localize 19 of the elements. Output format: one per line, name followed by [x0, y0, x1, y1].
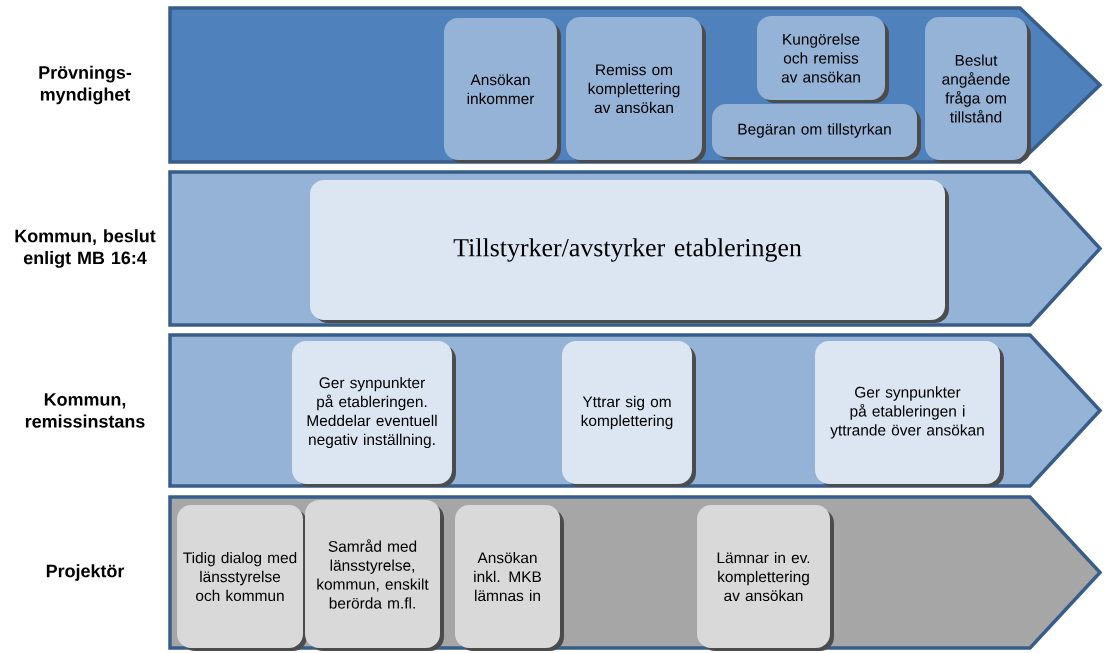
process-box: Beslut angående fråga om tillstånd [925, 17, 1031, 163]
node-label: Tidig dialog med länsstyrelse och kommun [183, 551, 297, 602]
process-box: Ansökan inkommer [444, 18, 561, 163]
process-box: Lämnar in ev. komplettering av ansökan [697, 505, 834, 651]
node-label: Prövnings-myndighet [39, 65, 132, 105]
node-label: Kommun, remissinstans [25, 393, 145, 428]
process-box: Ger synpunkter på etableringen. Meddelar eventuell negativ inställning. [292, 341, 456, 487]
process-box: Ansökan inkl. MKB lämnas in [455, 505, 564, 651]
node-label: Projektör [46, 564, 125, 581]
process-box: Remiss om komplettering av ansökan [566, 17, 706, 163]
process-box: Ger synpunkter på etableringen i yttrande över ansökan [815, 341, 1004, 487]
process-box: Yttrar sig om komplettering [562, 341, 696, 487]
process-box: Tillstyrker/avstyrker etableringen [310, 180, 949, 323]
node-label: Samråd med länsstyrelse, kommun, enskilt berörda m.fl. [317, 539, 429, 609]
node-label: Kommun, beslut enligt MB 16:4 [15, 229, 156, 268]
process-box: Tidig dialog med länsstyrelse och kommun [177, 505, 307, 651]
process-box: Samråd med länsstyrelse, kommun, enskilt berörda m.fl. [305, 500, 444, 651]
process-box: Begäran om tillstyrkan [712, 104, 921, 160]
process-box: Kungörelse och remiss av ansökan [757, 16, 889, 103]
